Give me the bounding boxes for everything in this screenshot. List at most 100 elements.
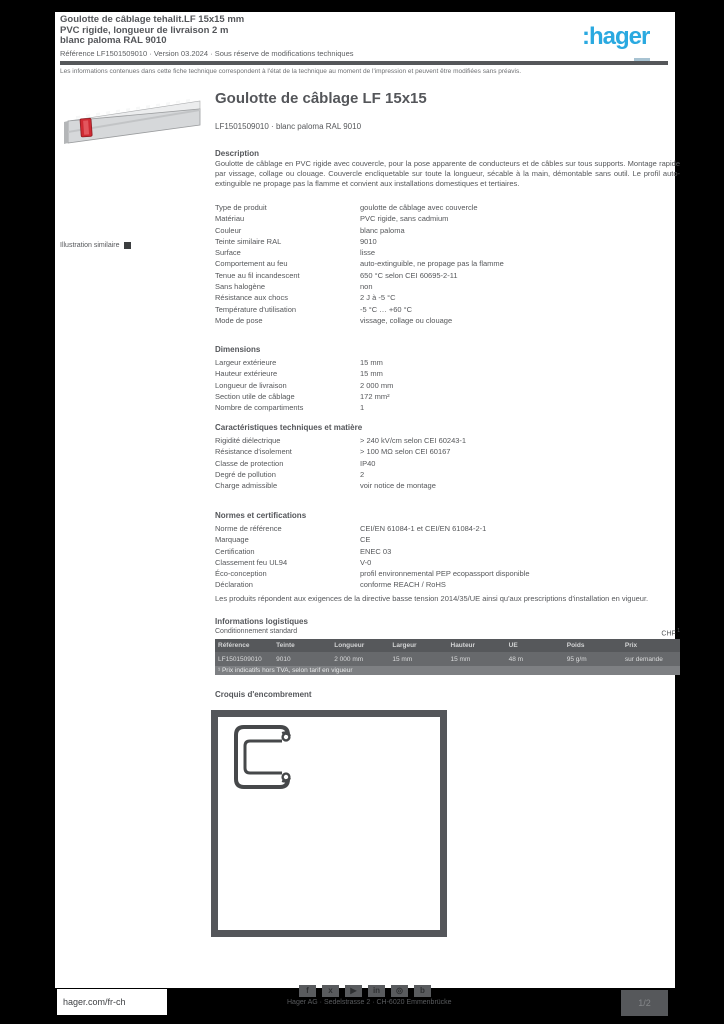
photo-caption-label: Illustration similaire xyxy=(60,242,120,249)
spec-value: non xyxy=(360,282,373,292)
logistics-header-cell: Largeur xyxy=(389,639,448,652)
spec-value: 172 mm² xyxy=(360,391,390,401)
spec-value: PVC rigide, sans cadmium xyxy=(360,214,449,224)
spec-row: Déclaration conforme REACH / RoHS xyxy=(215,579,680,590)
logistics-meta-left: Conditionnement standard xyxy=(215,628,298,635)
spec-label: Type de produit xyxy=(215,203,267,212)
spec-row: Longueur de livraison 2 000 mm xyxy=(215,380,680,391)
product-photo xyxy=(60,91,206,155)
footer-site-link[interactable]: hager.com/fr-ch xyxy=(57,989,167,1015)
spec-label: Éco-conception xyxy=(215,569,267,579)
description-rows: Type de produit goulotte de câblage avec… xyxy=(215,202,680,326)
spec-label: Hauteur extérieure xyxy=(215,369,278,379)
social-icon[interactable]: in xyxy=(368,985,385,997)
spec-label: Teinte similaire RAL xyxy=(215,236,282,246)
description-paragraph: Goulotte de câblage en PVC rigide avec c… xyxy=(215,159,680,188)
spec-row: Teinte similaire RAL 9010 xyxy=(215,236,680,247)
spec-row: Hauteur extérieure 15 mm xyxy=(215,368,680,379)
section-heading-dimensions: Dimensions xyxy=(215,345,261,354)
section-heading-logistics: Informations logistiques xyxy=(215,617,308,626)
spec-row: Type de produit goulotte de câblage avec… xyxy=(215,202,680,213)
section-heading-norms: Normes et certifications xyxy=(215,511,307,520)
norms-rows: Norme de référence CEI/EN 61084-1 et CEI… xyxy=(215,523,680,591)
technical-rows: Rigidité diélectrique > 240 kV/cm selon … xyxy=(215,435,680,491)
spec-value: goulotte de câblage avec couvercle xyxy=(360,203,478,212)
section-heading-drawing: Croquis d'encombrement xyxy=(215,690,312,699)
spec-label: Degré de pollution xyxy=(215,469,276,479)
logistics-header-cell: Longueur xyxy=(331,639,390,652)
spec-value: 15 mm xyxy=(360,358,383,367)
section-heading-description: Description xyxy=(215,149,260,158)
spec-value: 9010 xyxy=(360,236,377,246)
spec-label: Couleur xyxy=(215,225,242,235)
spec-value: -5 °C … +60 °C xyxy=(360,304,413,314)
spec-row: Sans halogène non xyxy=(215,281,680,292)
logistics-data-cell: 9010 xyxy=(273,652,332,666)
social-icon[interactable]: f xyxy=(299,985,316,997)
spec-label: Mode de pose xyxy=(215,315,263,325)
logistics-meta-row: Conditionnement standard CHF 1 xyxy=(215,628,680,637)
spec-label: Matériau xyxy=(215,214,245,224)
header-reference-line: Référence LF1501509010 · Version 03.2024… xyxy=(60,49,354,58)
logistics-header-cell: UE xyxy=(505,639,564,652)
logistics-header-cell: Hauteur xyxy=(447,639,506,652)
spec-value: lisse xyxy=(360,248,376,258)
spec-label: Marquage xyxy=(215,535,249,545)
spec-value: 2 000 mm xyxy=(360,380,394,390)
logistics-meta-right: CHF 1 xyxy=(661,628,680,638)
social-icon[interactable]: b xyxy=(414,985,431,997)
social-icon[interactable]: x xyxy=(322,985,339,997)
spec-label: Déclaration xyxy=(215,580,253,590)
spec-row: Largeur extérieure 15 mm xyxy=(215,357,680,368)
social-icon[interactable]: ▶ xyxy=(345,985,362,997)
spec-label: Résistance aux chocs xyxy=(215,293,288,303)
spec-row: Tenue au fil incandescent 650 °C selon C… xyxy=(215,270,680,281)
spec-label: Certification xyxy=(215,546,255,556)
header-title-line: blanc paloma RAL 9010 xyxy=(60,35,167,46)
spec-row: Résistance d'isolement > 100 MΩ selon CE… xyxy=(215,446,680,457)
hager-logo: :hager xyxy=(582,23,650,50)
dimension-drawing-box xyxy=(211,710,447,937)
spec-row: Classement feu UL94 V-0 xyxy=(215,557,680,568)
red-clip xyxy=(79,117,93,138)
spec-label: Largeur extérieure xyxy=(215,358,277,367)
spec-row: Température d'utilisation -5 °C … +60 °C xyxy=(215,304,680,315)
spec-label: Température d'utilisation xyxy=(215,304,297,314)
spec-value: 1 xyxy=(360,403,365,413)
header-title-line: PVC rigide, longueur de livraison 2 m xyxy=(60,24,229,36)
spec-value: blanc paloma xyxy=(360,225,405,235)
footnote-superscript: 1 xyxy=(677,628,680,634)
spec-value: > 240 kV/cm selon CEI 60243-1 xyxy=(360,436,467,445)
logistics-header-cell: Prix xyxy=(621,639,680,652)
logistics-header-cell: Référence xyxy=(215,639,274,652)
spec-value: 2 J à -5 °C xyxy=(360,293,396,303)
spec-label: Nombre de compartiments xyxy=(215,403,304,413)
social-icon[interactable]: ◎ xyxy=(391,985,408,997)
spec-value: V-0 xyxy=(360,557,372,567)
logistics-data-cell: 95 g/m xyxy=(563,652,622,666)
logistics-data-cell: sur demande xyxy=(621,652,680,666)
spec-row: Degré de pollution 2 xyxy=(215,469,680,480)
spec-label: Classe de protection xyxy=(215,458,284,468)
spec-label: Rigidité diélectrique xyxy=(215,436,281,445)
header-disclaimer: Les informations contenues dans cette fi… xyxy=(60,68,522,75)
spec-row: Marquage CE xyxy=(215,534,680,545)
spec-label: Longueur de livraison xyxy=(215,380,287,390)
logistics-data-cell: 2 000 mm xyxy=(331,652,390,666)
spec-label: Comportement au feu xyxy=(215,259,288,269)
spec-label: Surface xyxy=(215,248,241,258)
spec-row: Éco-conception profil environnemental PE… xyxy=(215,568,680,579)
header-title-line: Goulotte de câblage tehalit.LF 15x15 mm xyxy=(60,14,245,25)
logistics-data-cell: 48 m xyxy=(505,652,564,666)
spec-value: ENEC 03 xyxy=(360,546,392,556)
logistics-data-cell: 15 mm xyxy=(389,652,448,666)
norms-note: Les produits répondent aux exigences de … xyxy=(215,594,649,603)
spec-row: Mode de pose vissage, collage ou clouage xyxy=(215,315,680,326)
spec-row: Norme de référence CEI/EN 61084-1 et CEI… xyxy=(215,523,680,534)
spec-row: Matériau PVC rigide, sans cadmium xyxy=(215,213,680,224)
footer-address: Hager AG · Sedelstrasse 2 · CH-6020 Emme… xyxy=(287,999,452,1006)
